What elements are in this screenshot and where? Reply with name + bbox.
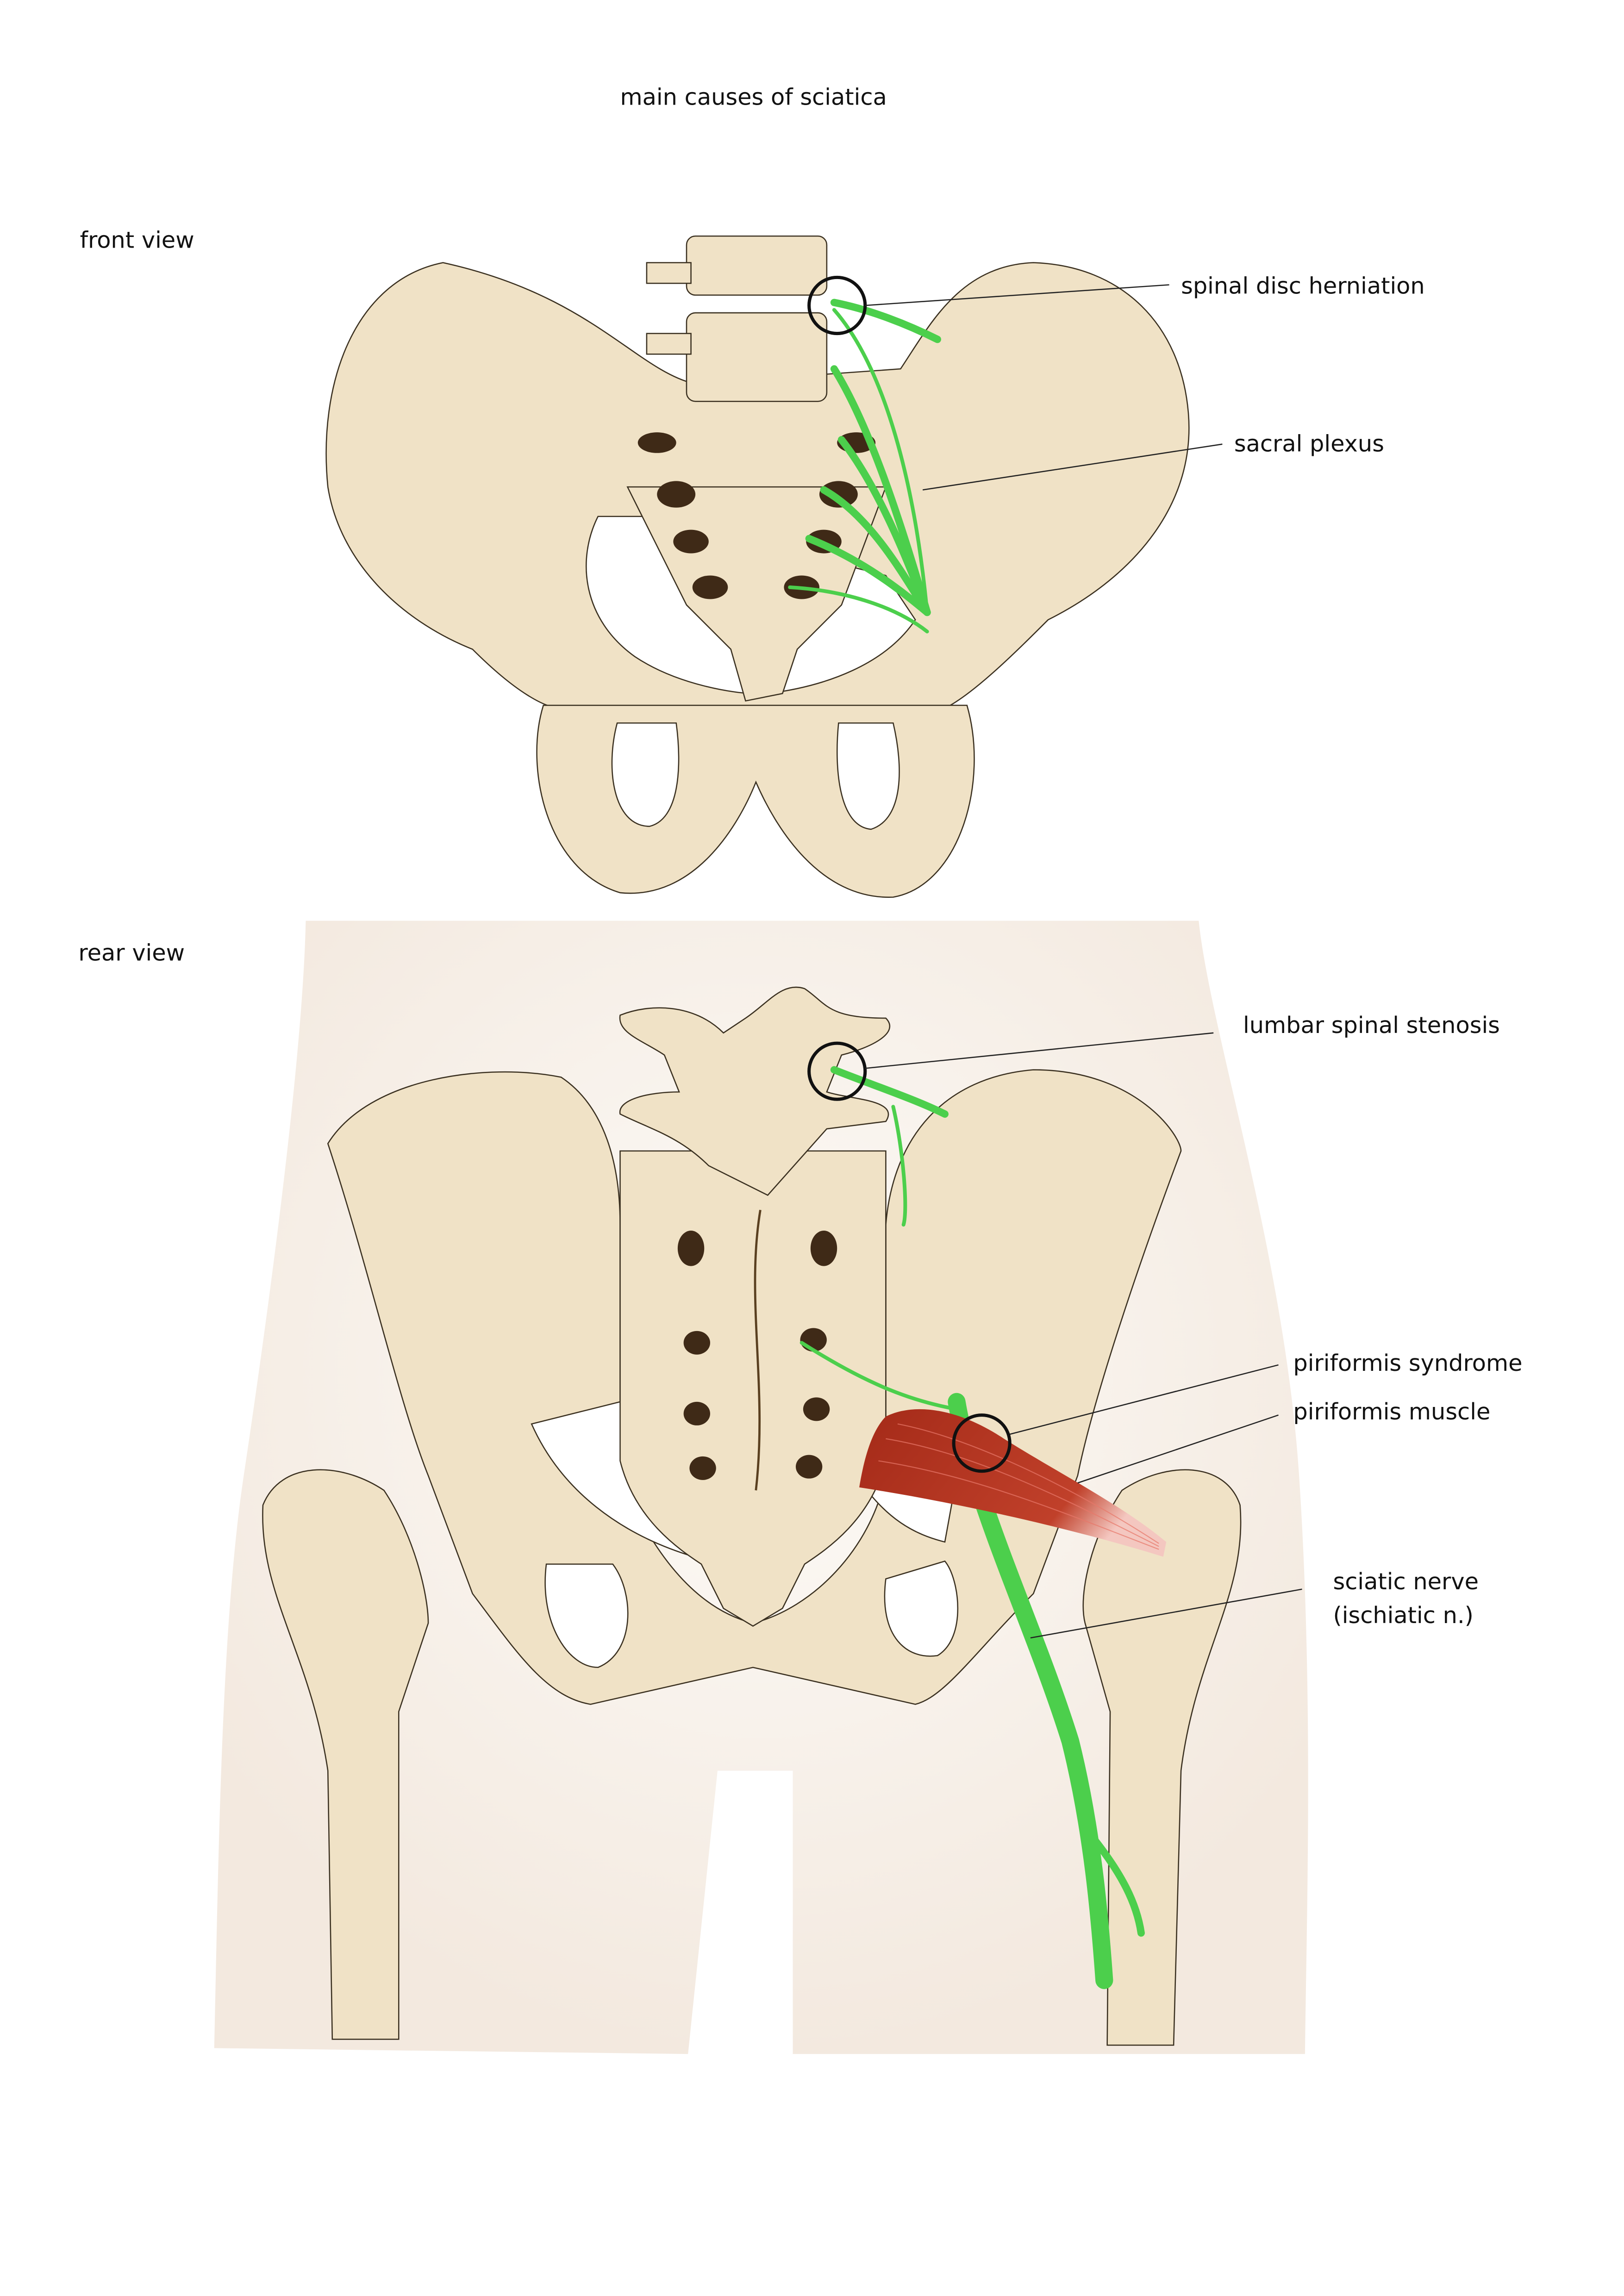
sciatic-nerve-leader [1030,1588,1302,1639]
piriformis-syndrome-leader [1009,1364,1279,1435]
muscle-striations [878,1423,1159,1550]
herniation-marker [807,275,867,336]
sacral-plexus-leader [922,443,1223,491]
label-sciatic-nerve: sciatic nerve [1333,1568,1479,1595]
label-piriformis-muscle: piriformis muscle [1293,1398,1490,1425]
rear-pelvis [262,986,1242,2046]
rear-view-label: rear view [78,940,185,966]
diagram-title: main causes of sciatica [620,83,887,110]
sacral-plexus-nerves [788,299,941,634]
label-sacral-plexus: sacral plexus [1234,430,1384,457]
stenosis-leader [865,1032,1214,1069]
rear-sacral-foramina [677,1231,837,1480]
label-spinal-disc-herniation: spinal disc herniation [1181,272,1425,299]
front-view-label: front view [80,227,194,254]
label-lumbar-spinal-stenosis: lumbar spinal stenosis [1243,1012,1500,1039]
herniation-leader [865,284,1169,306]
front-pelvis [325,235,1190,898]
label-piriformis-syndrome: piriformis syndrome [1293,1350,1522,1376]
stenosis-marker [807,1041,867,1101]
label-sciatic-nerve-alt: (ischiatic n.) [1333,1602,1473,1629]
piriformis-muscle-leader [1077,1414,1279,1484]
piriformis-muscle [859,1409,1167,1557]
piriformis-syndrome-marker [952,1413,1012,1473]
